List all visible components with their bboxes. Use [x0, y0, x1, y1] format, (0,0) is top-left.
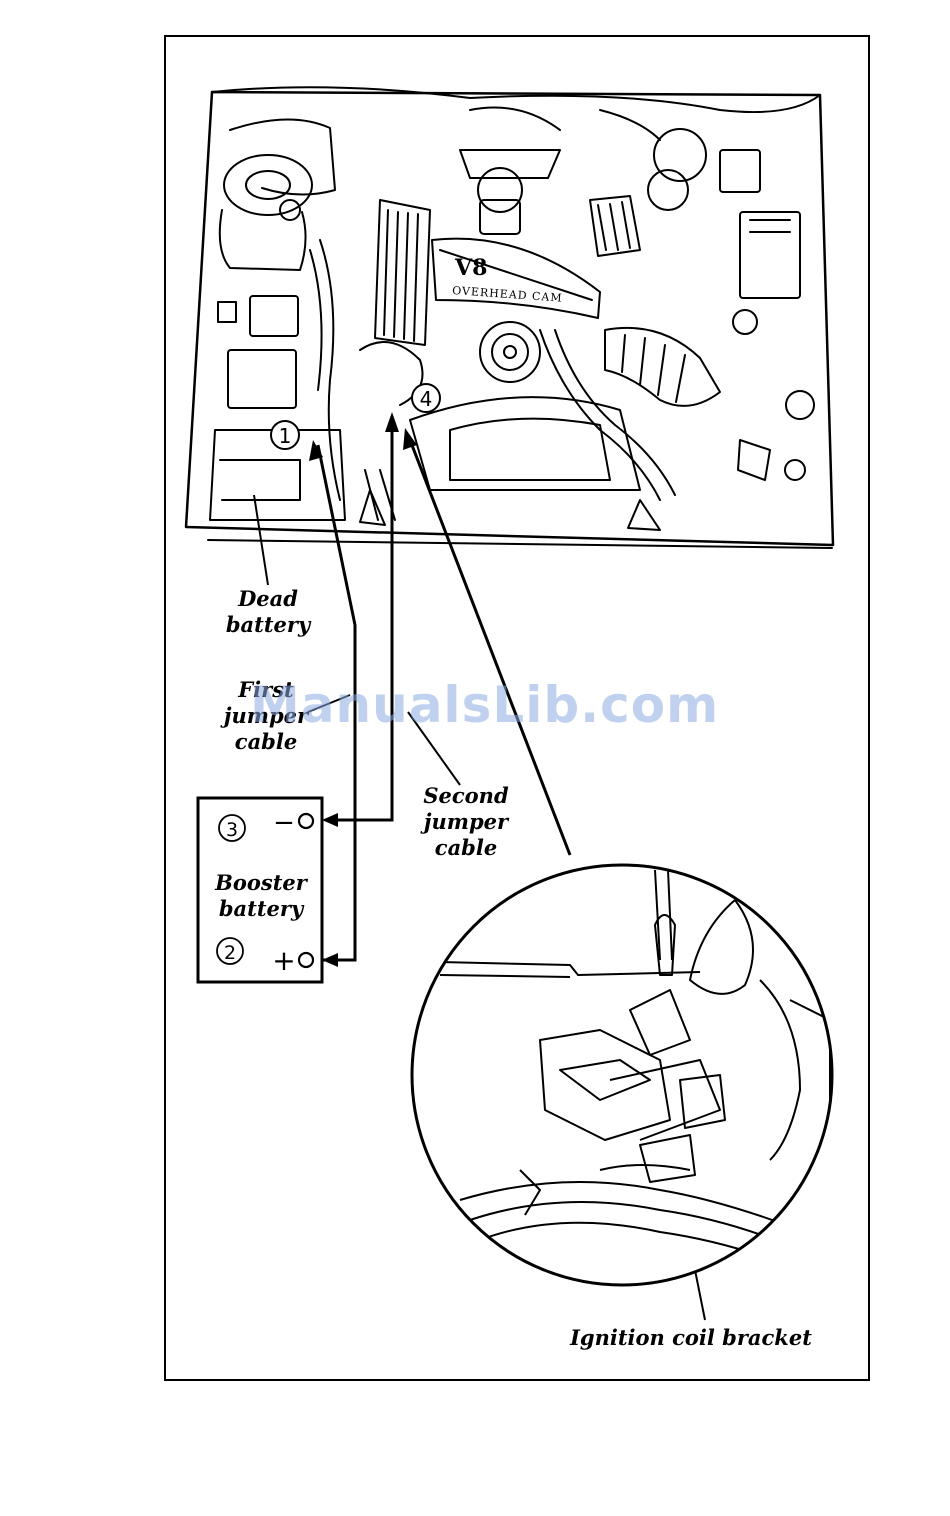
positive-terminal-arrow [322, 953, 338, 967]
negative-terminal-sign: − [273, 808, 295, 838]
dead-battery-label: Dead battery [210, 586, 326, 638]
negative-terminal [299, 814, 313, 828]
dead-battery-label-line1: Dead [210, 586, 326, 612]
v8-badge: V8 [454, 255, 487, 281]
watermark: ManualsLib.com [250, 676, 710, 734]
negative-terminal-arrow [322, 813, 338, 827]
second-cable-arrow [385, 412, 399, 432]
ignition-coil-inset [412, 865, 832, 1285]
svg-text:1: 1 [279, 424, 292, 448]
svg-text:3: 3 [226, 819, 238, 841]
booster-battery-label-line2: battery [203, 896, 319, 922]
svg-text:4: 4 [420, 387, 433, 411]
svg-text:2: 2 [224, 942, 236, 964]
positive-terminal-sign: + [272, 944, 295, 977]
step-marker-4: 4 [412, 384, 440, 412]
second-jumper-cable-label-line2: jumper [408, 809, 524, 835]
step-marker-1: 1 [271, 421, 299, 449]
second-jumper-cable-label-line3: cable [408, 835, 524, 861]
booster-battery-label-line1: Booster [203, 870, 319, 896]
dead-battery-label-line2: battery [210, 612, 326, 638]
second-jumper-cable-label-line1: Second [408, 783, 524, 809]
ignition-coil-bracket-label: Ignition coil bracket [556, 1325, 826, 1351]
engine-bay-illustration: V8 OVERHEAD CAM [186, 87, 833, 548]
positive-terminal [299, 953, 313, 967]
